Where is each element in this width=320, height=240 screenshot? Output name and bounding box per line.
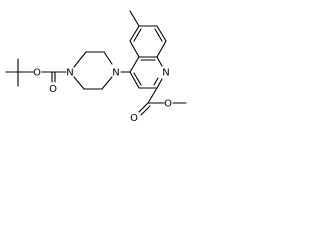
bond-pip-6: [101, 76, 113, 90]
atom-ester-o-carbonyl: O: [130, 113, 138, 124]
bond-c4a-c5: [129, 40, 140, 58]
atom-carbamate-o-carbonyl: O: [49, 84, 57, 95]
bond-c8-c8a: [156, 40, 167, 58]
tert-butyl-group: [5, 58, 34, 87]
bond-ester-c-o-double-2: [140, 105, 151, 116]
bond-c4a-c4: [129, 56, 140, 73]
bond-c2-n1-inner: [153, 77, 159, 86]
piperazine-ring: N N: [66, 51, 120, 90]
methyl-ester-group: O O: [130, 87, 187, 124]
atom-carbamate-o-ether: O: [33, 68, 41, 79]
bond-pip-4: [73, 76, 85, 90]
bond-c4-c3-inner: [133, 72, 142, 86]
bond-pip-1: [73, 51, 87, 68]
atom-ester-o-ether: O: [164, 99, 172, 110]
bond-ester-c-o-double-1: [138, 102, 149, 113]
bond-c2-n1: [156, 78, 163, 89]
bond-c7-c8: [156, 25, 167, 42]
bond-n1-c8a: [156, 56, 163, 67]
bond-c5-c6: [129, 25, 140, 42]
bond-c4-c3: [129, 71, 140, 89]
bond-c7-c8-inner: [154, 28, 163, 42]
bond-pip-3: [103, 51, 113, 65]
quinoline-ring-system: N: [120, 10, 170, 89]
bond-c5-c6-inner: [133, 28, 142, 42]
molecule-structure: O O N N N: [5, 10, 187, 124]
atom-piperazine-n-carbamate: N: [66, 68, 73, 79]
carbamate-group: O O: [33, 68, 67, 95]
atom-quinoline-n: N: [162, 68, 169, 79]
bond-c2-ester-c: [147, 87, 158, 104]
bond-c6-methyl: [129, 10, 140, 27]
atom-piperazine-n-aryl: N: [112, 68, 119, 79]
molecule-canvas: O O N N N: [0, 0, 198, 127]
